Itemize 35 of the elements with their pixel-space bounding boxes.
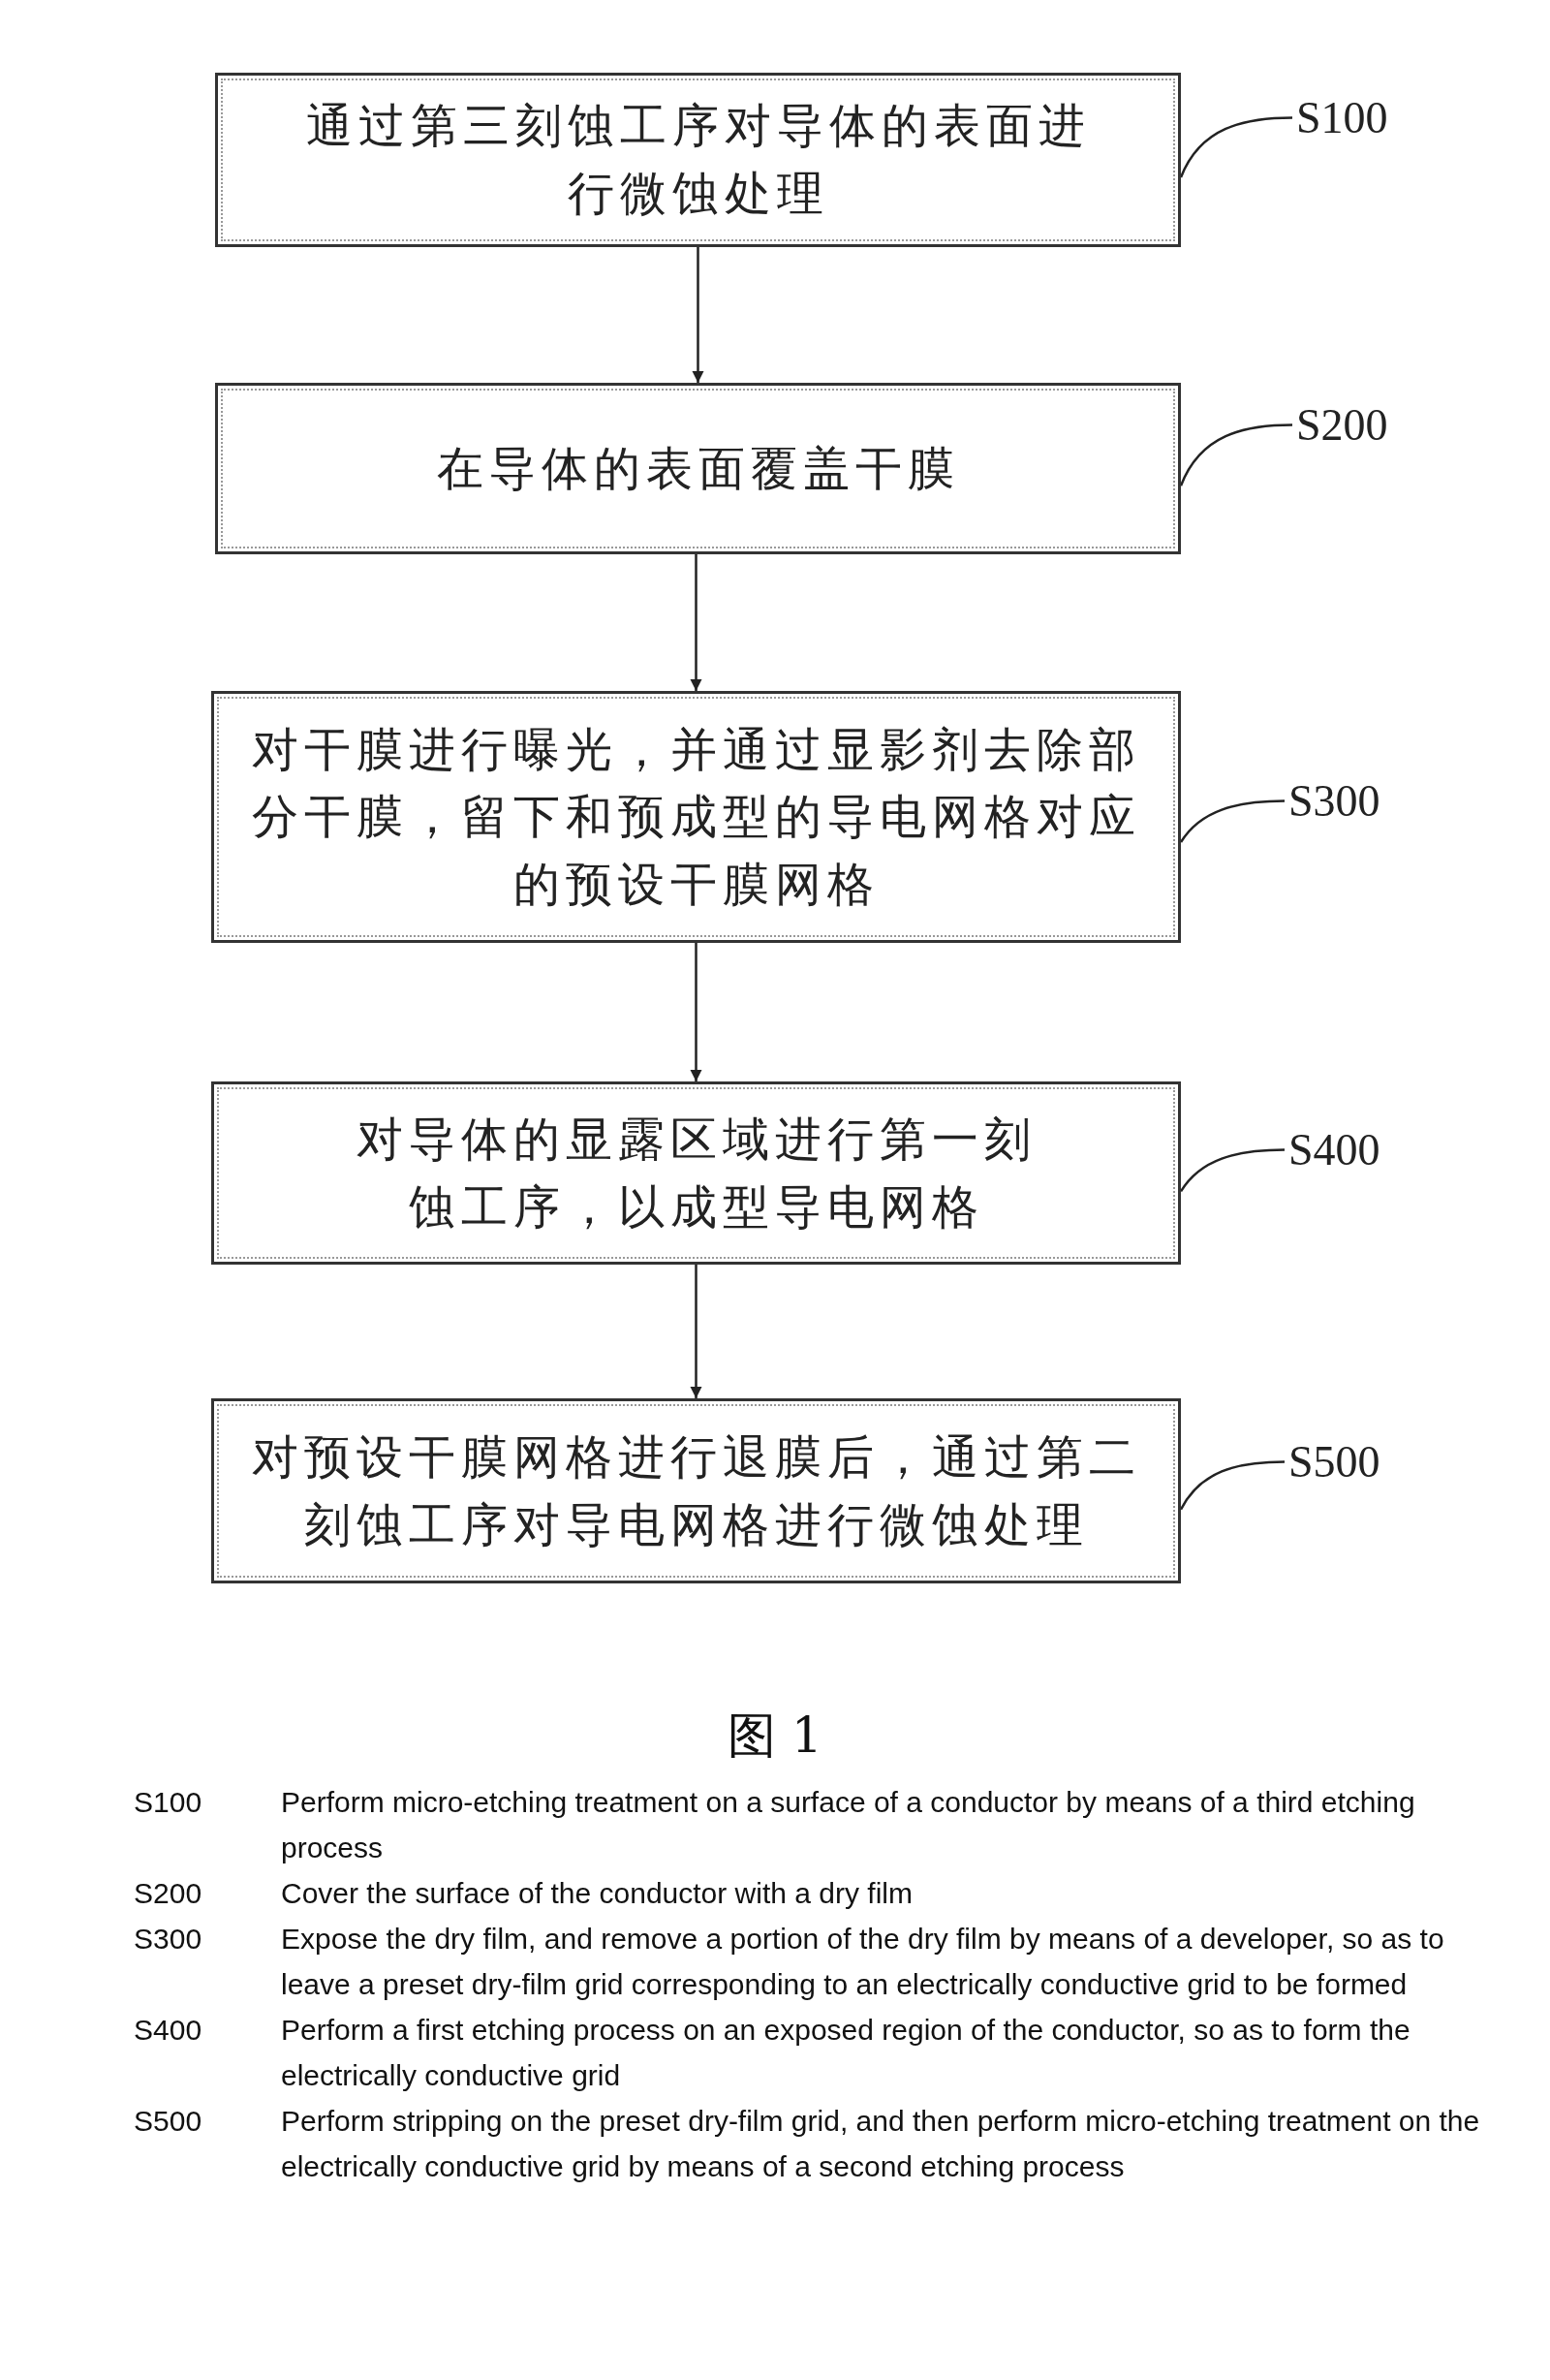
leader-line bbox=[1179, 799, 1286, 843]
step-number: S200 bbox=[134, 1876, 202, 1911]
process-box bbox=[211, 691, 1181, 943]
process-box bbox=[211, 1398, 1181, 1583]
step-number: S300 bbox=[1288, 775, 1380, 827]
process-box bbox=[215, 383, 1181, 554]
leader-line bbox=[1179, 1148, 1286, 1193]
step-description: Perform a first etching process on an exposed region of the conductor, so as to form the electrically conductive grid bbox=[281, 2013, 1411, 2093]
arrow bbox=[690, 1265, 702, 1398]
leader-line bbox=[1179, 1460, 1286, 1511]
arrow bbox=[690, 943, 702, 1081]
process-box bbox=[211, 1081, 1181, 1265]
step-text: 对预设干膜网格进行退膜后，通过第二刻蚀工序对导电网格进行微蚀处理 bbox=[250, 1427, 1142, 1553]
step-number: S300 bbox=[134, 1922, 202, 1957]
leader-line bbox=[1179, 423, 1293, 486]
step-number: S400 bbox=[134, 2013, 202, 2048]
step-number: S500 bbox=[134, 2104, 202, 2139]
step-text: 在导体的表面覆盖干膜 bbox=[436, 439, 960, 497]
step-number: S200 bbox=[1296, 399, 1388, 451]
step-text: 对导体的显露区域进行第一刻蚀工序，以成型导电网格 bbox=[355, 1110, 1038, 1236]
arrow bbox=[690, 554, 702, 691]
step-text: 对干膜进行曝光，并通过显影剂去除部分干膜，留下和预成型的导电网格对应的预设干膜网格 bbox=[250, 720, 1142, 913]
step-number: S100 bbox=[1296, 92, 1388, 143]
step-text: 通过第三刻蚀工序对导体的表面进行微蚀处理 bbox=[304, 97, 1092, 222]
process-box bbox=[215, 73, 1181, 247]
arrow bbox=[692, 247, 704, 383]
leader-line bbox=[1179, 116, 1293, 178]
step-description: Expose the dry film, and remove a portion of the dry film by means of a developer, so as to leave a preset dry-film grid corresponding to an electrically conductive grid to be formed bbox=[281, 1922, 1445, 2002]
figure-caption: 图 1 bbox=[728, 1707, 822, 1766]
step-description: Cover the surface of the conductor with a dry film bbox=[281, 1876, 914, 1911]
step-number: S100 bbox=[134, 1785, 202, 1820]
step-number: S500 bbox=[1288, 1436, 1380, 1488]
step-number: S400 bbox=[1288, 1124, 1380, 1175]
step-description: Perform micro-etching treatment on a surface of a conductor by means of a third etching process bbox=[281, 1785, 1416, 1865]
step-description: Perform stripping on the preset dry-film grid, and then perform micro-etching treatment on the electrically conductive grid by means of a second etching process bbox=[281, 2104, 1481, 2184]
